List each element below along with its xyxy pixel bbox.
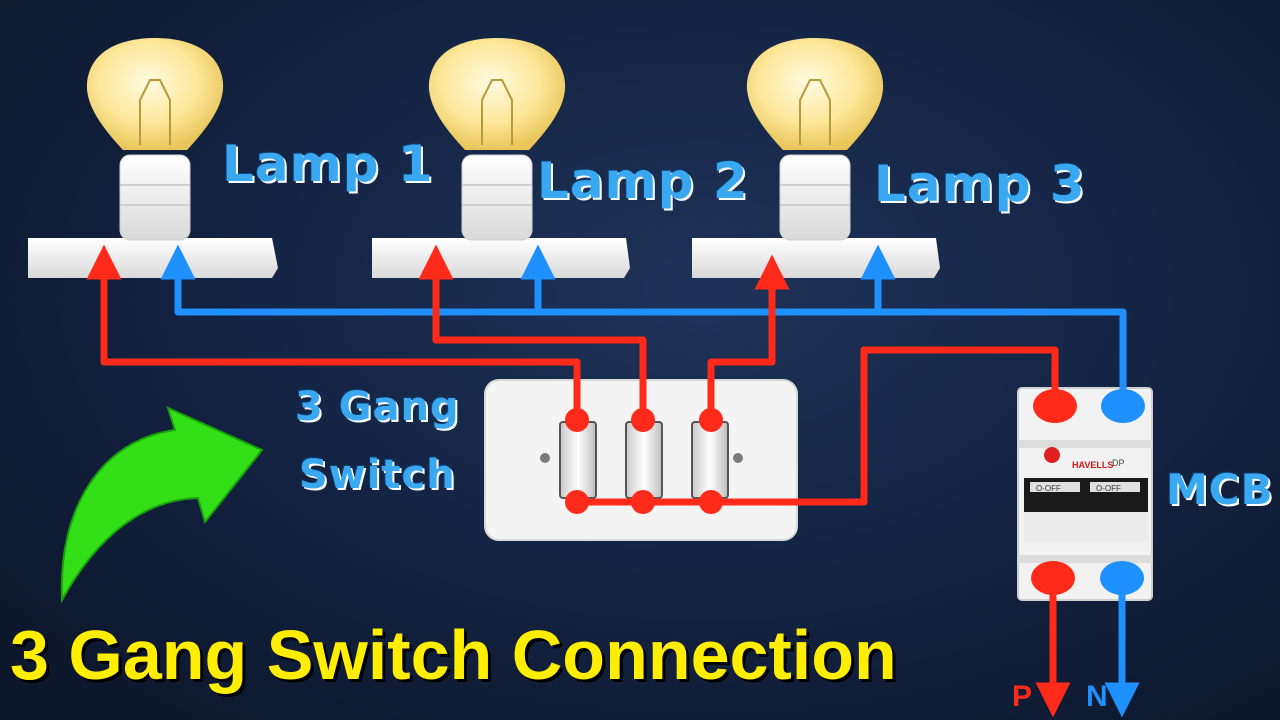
switch-label: 3 Gang Switch [295, 382, 460, 500]
switch-terminal-bottom-1 [565, 490, 589, 514]
curved-arrow-icon [60, 406, 264, 604]
neutral-label: N [1086, 680, 1108, 713]
terminals [565, 389, 1145, 595]
havells-logo-icon [1044, 447, 1060, 463]
lamp-3-holder [779, 154, 851, 241]
switch-label-line1: 3 Gang [295, 384, 460, 430]
lamp-2-base-plate [372, 238, 630, 278]
mcb-label: MCB [1166, 465, 1274, 514]
mcb-type: DP [1112, 458, 1125, 468]
mcb-lever-right-text: O-OFF [1096, 484, 1121, 493]
lamp-2-label: Lamp 2 [537, 152, 749, 210]
toggle-1 [559, 421, 597, 499]
lamp-1-base-plate [28, 238, 278, 278]
mcb-breaker [1017, 387, 1153, 601]
mcb-lever-left-text: O-OFF [1036, 484, 1061, 493]
switch-terminal-top-1 [565, 408, 589, 432]
lamp-1-bulb [86, 38, 224, 150]
mcb-brand: HAVELLS [1072, 460, 1113, 470]
mcb-terminal-phase-in [1033, 389, 1077, 423]
phase-wiring [86, 244, 1071, 718]
switch-screw-left [540, 453, 550, 463]
mcb-terminal-phase-out [1031, 561, 1075, 595]
phase-label: P [1012, 680, 1033, 713]
neutral-wiring [160, 244, 1140, 718]
lamp-1-holder [119, 154, 191, 241]
lamp-1-label: Lamp 1 [222, 135, 434, 193]
switch-screw-right [733, 453, 743, 463]
lamp-2-holder [461, 154, 533, 241]
lamp-3-base-plate [692, 238, 940, 278]
switch-terminal-top-2 [631, 408, 655, 432]
mcb-lever-right [1090, 482, 1140, 492]
toggle-2 [625, 421, 663, 499]
mcb-terminal-neutral-in [1101, 389, 1145, 423]
lamp-2-bulb [428, 38, 566, 150]
toggle-3 [691, 421, 729, 499]
mcb-terminal-neutral-out [1100, 561, 1144, 595]
switch-terminal-top-3 [699, 408, 723, 432]
switch-terminal-bottom-3 [699, 490, 723, 514]
page-title: 3 Gang Switch Connection [10, 616, 897, 694]
lamp-3-bulb [746, 38, 884, 150]
switch-terminal-bottom-2 [631, 490, 655, 514]
switch-label-line2: Switch [298, 452, 456, 498]
mcb-lever-left [1030, 482, 1080, 492]
lamp-3-label: Lamp 3 [874, 155, 1086, 213]
